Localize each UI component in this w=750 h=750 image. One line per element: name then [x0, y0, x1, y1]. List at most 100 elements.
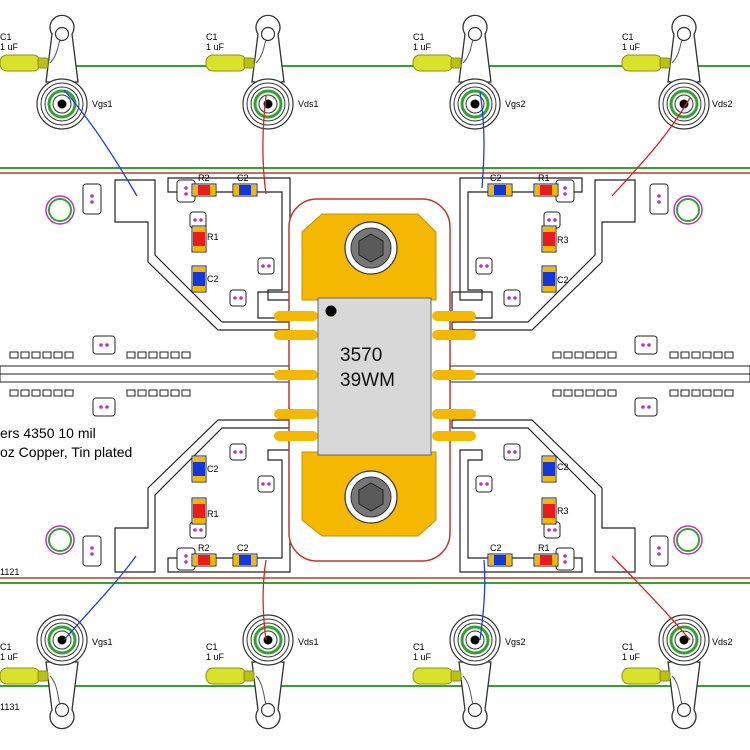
cap-ref: C1 — [413, 642, 425, 652]
via — [181, 389, 191, 397]
gate-lead — [274, 370, 318, 380]
via-pad — [92, 397, 116, 417]
bias-capacitor — [0, 667, 49, 685]
ref-br-c2: C2 — [557, 462, 569, 472]
via — [20, 389, 30, 397]
component-refs: R2 C2 R1 C2 C2 R1 R3 C2 C2 R1 R2 C2 C2 R… — [198, 173, 569, 553]
coax-connector — [449, 78, 501, 130]
solder-lug — [251, 14, 285, 83]
via-pad — [543, 521, 561, 539]
lug-hole — [260, 702, 276, 718]
capacitor — [191, 455, 207, 483]
bias-module-bottom-4: C1 1 uF Vds2 — [621, 614, 733, 730]
flange-screw-bottom — [344, 470, 398, 524]
trace-tr-drain — [451, 179, 636, 331]
drain-lead — [432, 409, 476, 419]
code-mid: 1121 — [0, 567, 19, 577]
via-pad — [649, 183, 669, 215]
copper-note: oz Copper, Tin plated — [0, 444, 132, 460]
via — [42, 389, 52, 397]
via — [596, 351, 606, 359]
gate-lead — [274, 330, 318, 340]
ref-tr-c2b: C2 — [557, 275, 569, 285]
cap-ref: C1 — [0, 32, 12, 42]
via — [552, 351, 562, 359]
via-pad — [543, 211, 561, 229]
drain-lead — [432, 330, 476, 340]
capacitor — [191, 265, 207, 293]
via — [148, 351, 158, 359]
lug-hole — [467, 702, 483, 718]
ref-tr-r1: R1 — [538, 173, 550, 183]
via — [713, 351, 723, 359]
cap-value: 1 uF — [0, 42, 19, 52]
via — [585, 351, 595, 359]
via — [669, 351, 679, 359]
bias-module-bottom-2: C1 1 uF Vds1 — [205, 614, 319, 730]
drain-lead — [432, 431, 476, 441]
coax-connector — [242, 614, 294, 666]
via — [9, 351, 19, 359]
cap-value: 1 uF — [206, 652, 225, 662]
pin1-marker — [325, 305, 337, 317]
trace-tl-gate — [114, 179, 299, 331]
via — [20, 351, 30, 359]
cap-value: 1 uF — [0, 652, 19, 662]
via-pad — [176, 179, 196, 203]
capacitor — [487, 183, 513, 197]
via-pad — [555, 179, 575, 203]
resistor — [541, 225, 557, 253]
chip-marking-line2: 39WM — [340, 370, 395, 391]
via-pad — [229, 443, 247, 461]
bias-module-top-1: C1 1 uF Vgs1 — [0, 14, 113, 130]
lug-hole — [676, 702, 692, 718]
via — [42, 351, 52, 359]
via-pad — [92, 335, 116, 355]
via — [170, 389, 180, 397]
via-pad — [82, 535, 102, 567]
bias-capacitor — [412, 667, 462, 685]
via — [702, 389, 712, 397]
via — [148, 389, 158, 397]
capacitor — [232, 553, 258, 567]
via — [53, 389, 63, 397]
capacitor — [541, 455, 557, 483]
via-pad — [503, 289, 521, 307]
connector-label: Vds1 — [298, 637, 319, 647]
chip-body — [317, 297, 432, 456]
trace-tr-stub — [451, 291, 493, 319]
cap-value: 1 uF — [622, 652, 641, 662]
via — [563, 351, 573, 359]
via — [137, 351, 147, 359]
via — [31, 351, 41, 359]
capacitor — [487, 553, 513, 567]
ref-br-c2b: C2 — [490, 543, 502, 553]
gate-lead — [274, 311, 318, 321]
connector-label: Vgs2 — [505, 99, 526, 109]
via — [596, 389, 606, 397]
bias-module-bottom-3: C1 1 uF Vgs2 — [412, 614, 526, 730]
solder-lug — [667, 661, 701, 730]
connector-label: Vds1 — [298, 99, 319, 109]
bias-capacitor — [621, 667, 671, 685]
bias-capacitor — [0, 54, 49, 72]
ref-tr-c2: C2 — [490, 173, 502, 183]
ref-tl-r2: R2 — [198, 173, 210, 183]
resistor — [191, 553, 217, 567]
via-pad — [257, 475, 275, 493]
ref-bl-r2: R2 — [198, 543, 210, 553]
resistor — [533, 553, 559, 567]
lug-hole — [54, 702, 70, 718]
via — [9, 389, 19, 397]
coax-connector — [242, 78, 294, 130]
bias-capacitor — [205, 54, 255, 72]
via — [691, 389, 701, 397]
bias-modules-top: C1 1 uF Vgs1 C1 1 uF Vds1 C1 1 uF Vgs2 C… — [0, 14, 733, 130]
via — [585, 389, 595, 397]
capacitor — [541, 265, 557, 293]
via — [724, 351, 734, 359]
via — [159, 389, 169, 397]
via — [137, 389, 147, 397]
via-pad — [176, 547, 196, 571]
